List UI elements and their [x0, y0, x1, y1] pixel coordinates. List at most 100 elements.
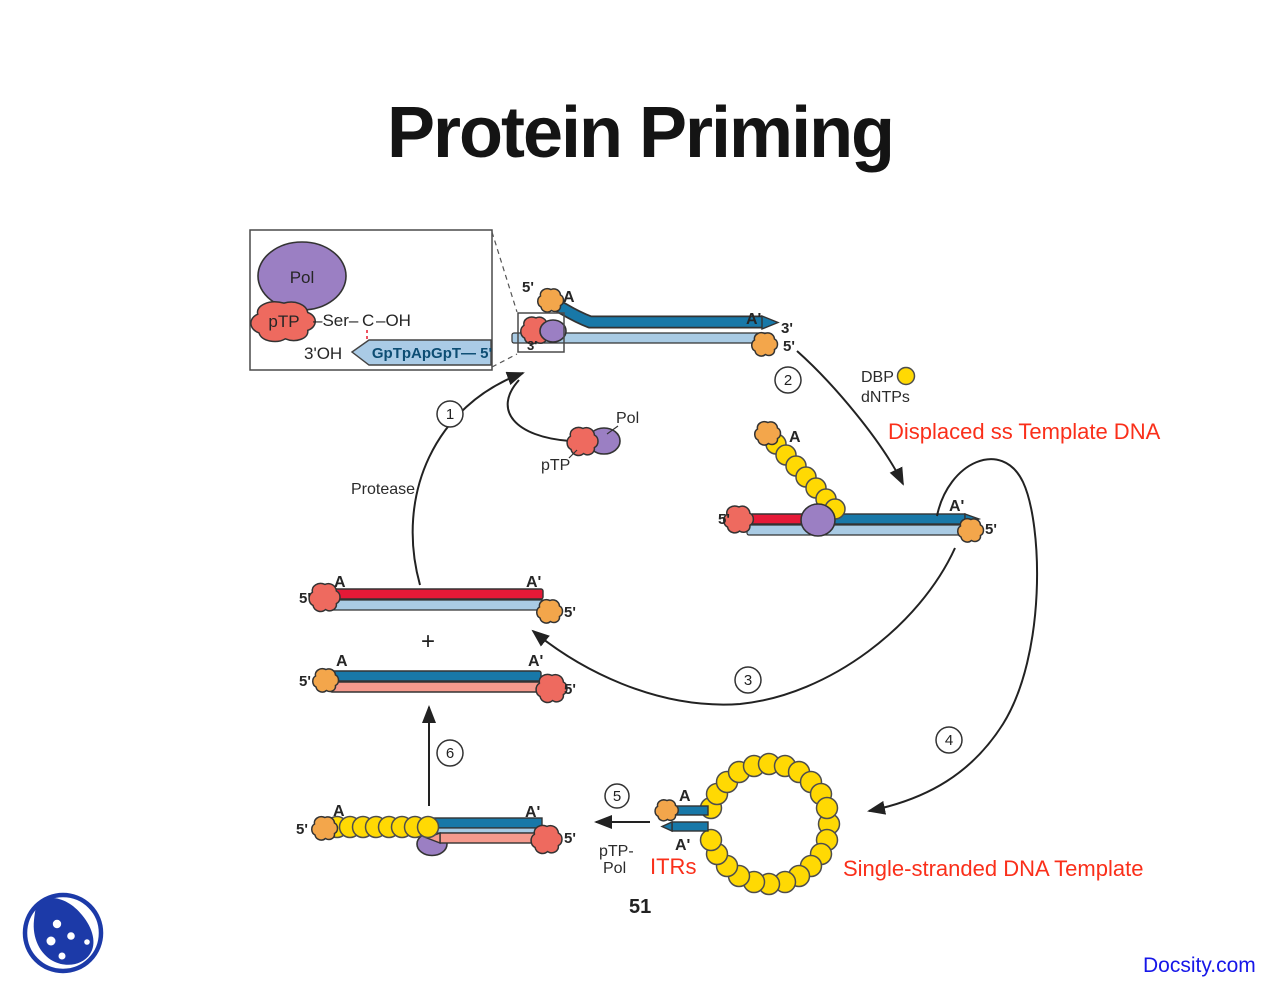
ptp-blob — [566, 426, 599, 457]
bottom-structure: A A' 5' 5' — [296, 803, 576, 857]
a-prime-end-label: A' — [675, 837, 690, 854]
a-prime-end-label: A' — [525, 804, 540, 821]
step5-number: 5 — [613, 788, 621, 805]
ptp-blob-right — [535, 673, 568, 704]
inset-box — [249, 229, 493, 371]
three-prime-label: 3' — [781, 320, 793, 337]
three-prime-oh-label: 3'OH — [304, 344, 342, 363]
docsity-logo — [22, 892, 104, 974]
protease-label: Protease — [351, 481, 415, 498]
a-prime-end-label: A' — [528, 653, 543, 670]
itrs-annotation: ITRs — [650, 854, 696, 879]
step2-arrow — [796, 350, 904, 486]
a-end-label: A — [563, 289, 575, 306]
dntps-label: dNTPs — [861, 389, 910, 406]
ptp-label: pTP — [268, 312, 299, 331]
ptp-pol-recruitment-arrow — [506, 379, 571, 442]
ptp-label: pTP — [541, 457, 570, 474]
step4-loop-arrow — [867, 458, 1039, 815]
step2-circle — [774, 366, 802, 394]
pol-pointer-line — [606, 425, 619, 435]
pol-label: Pol — [616, 410, 639, 427]
terminal-protein-right — [535, 598, 564, 624]
terminal-protein-right — [956, 517, 985, 543]
step5-circle — [604, 783, 630, 809]
terminal-protein — [654, 799, 679, 822]
page-title: Protein Priming — [387, 93, 893, 173]
ss-dna-circle: A A' — [654, 752, 841, 896]
step3-arrow — [531, 547, 956, 706]
ptp-blob-right — [530, 824, 563, 855]
parental-strand-dark — [832, 513, 966, 525]
ptp-pol-label-line2: Pol — [603, 860, 626, 877]
a-end-label: A — [333, 803, 345, 820]
free-ptp-pol-complex: Pol pTP — [541, 410, 639, 474]
five-prime-label: 5' — [718, 511, 730, 528]
zoom-target-box — [517, 312, 565, 353]
a-prime-end-label: A' — [949, 498, 964, 515]
a-end-label: A — [679, 788, 691, 805]
watermark-link[interactable]: Docsity.com — [1143, 954, 1256, 977]
five-prime-label: 5' — [564, 681, 576, 698]
step4-number: 4 — [945, 732, 953, 749]
template-strand-light — [746, 524, 976, 536]
template-arrow-shape — [350, 339, 492, 366]
inset-connector-top — [491, 231, 518, 313]
five-prime-label: 5' — [299, 590, 311, 607]
three-prime-box-label: 3' — [527, 338, 537, 353]
top-structure: 5' A A' 3' 5' 3' — [511, 279, 795, 357]
ss-template-annotation: Single-stranded DNA Template — [843, 856, 1143, 881]
five-prime-label: 5' — [985, 521, 997, 538]
dbp-bead-ring — [699, 752, 841, 896]
polymerase-blob — [800, 503, 836, 537]
serine-label: –Ser– — [313, 311, 359, 330]
step1-number: 1 — [446, 406, 454, 423]
dbp-label: DBP — [861, 369, 894, 386]
dbp-legend-bead — [896, 366, 916, 386]
ptp-pointer-line — [568, 449, 578, 459]
five-prime-label: 5' — [299, 673, 311, 690]
a-end-label: A — [789, 429, 801, 446]
step6-circle — [436, 739, 464, 767]
itr-strand-tip — [660, 820, 673, 833]
five-prime-label: 5' — [564, 604, 576, 621]
nascent-strand-dark — [550, 298, 762, 327]
step3-number: 3 — [744, 672, 752, 689]
polymerase-blob — [539, 319, 567, 343]
step1-circle — [436, 400, 464, 428]
polymerase-label: Pol — [290, 268, 315, 287]
a-prime-end-label: A' — [526, 574, 541, 591]
terminal-protein-left — [311, 667, 340, 693]
parental-strand-dark — [327, 670, 542, 682]
step3-circle — [734, 666, 762, 694]
strand-sliver-light — [433, 827, 543, 834]
ptp-pol-label-line1: pTP- — [599, 843, 634, 860]
mid-structure: A 5' A' 5' — [718, 420, 997, 543]
terminal-protein-left — [536, 287, 565, 313]
terminal-protein-right — [750, 331, 779, 357]
itr-strand-bottom — [671, 821, 709, 832]
dna-sequence-label: GpTpApGpT— 5' — [372, 345, 492, 362]
terminal-protein-top — [753, 420, 782, 446]
pink-duplex: A A' 5' 5' — [299, 653, 576, 704]
step1-protease-arrow — [411, 371, 525, 586]
new-strand-red — [329, 588, 544, 600]
strand-arrow-tip — [761, 314, 780, 331]
template-strand-light — [327, 599, 546, 611]
a-end-label: A — [336, 653, 348, 670]
logo-blob — [33, 898, 94, 965]
new-strand-pink — [439, 832, 543, 844]
step2-number: 2 — [784, 372, 792, 389]
terminal-protein-left — [310, 815, 339, 841]
displaced-strand-beads — [765, 433, 846, 520]
a-prime-end-label: A' — [746, 311, 761, 328]
a-end-label: A — [334, 574, 346, 591]
five-prime-label: 5' — [564, 830, 576, 847]
inset-priming-detail: Pol pTP –Ser– C –OH 3'OH GpTpApGpT— 5' — [248, 229, 493, 371]
five-prime-label: 5' — [783, 338, 795, 355]
cytosine-label: C — [362, 311, 374, 330]
step4-circle — [935, 726, 963, 754]
displaced-strand-annotation: Displaced ss Template DNA — [888, 419, 1161, 444]
page-number: 51 — [629, 896, 651, 918]
